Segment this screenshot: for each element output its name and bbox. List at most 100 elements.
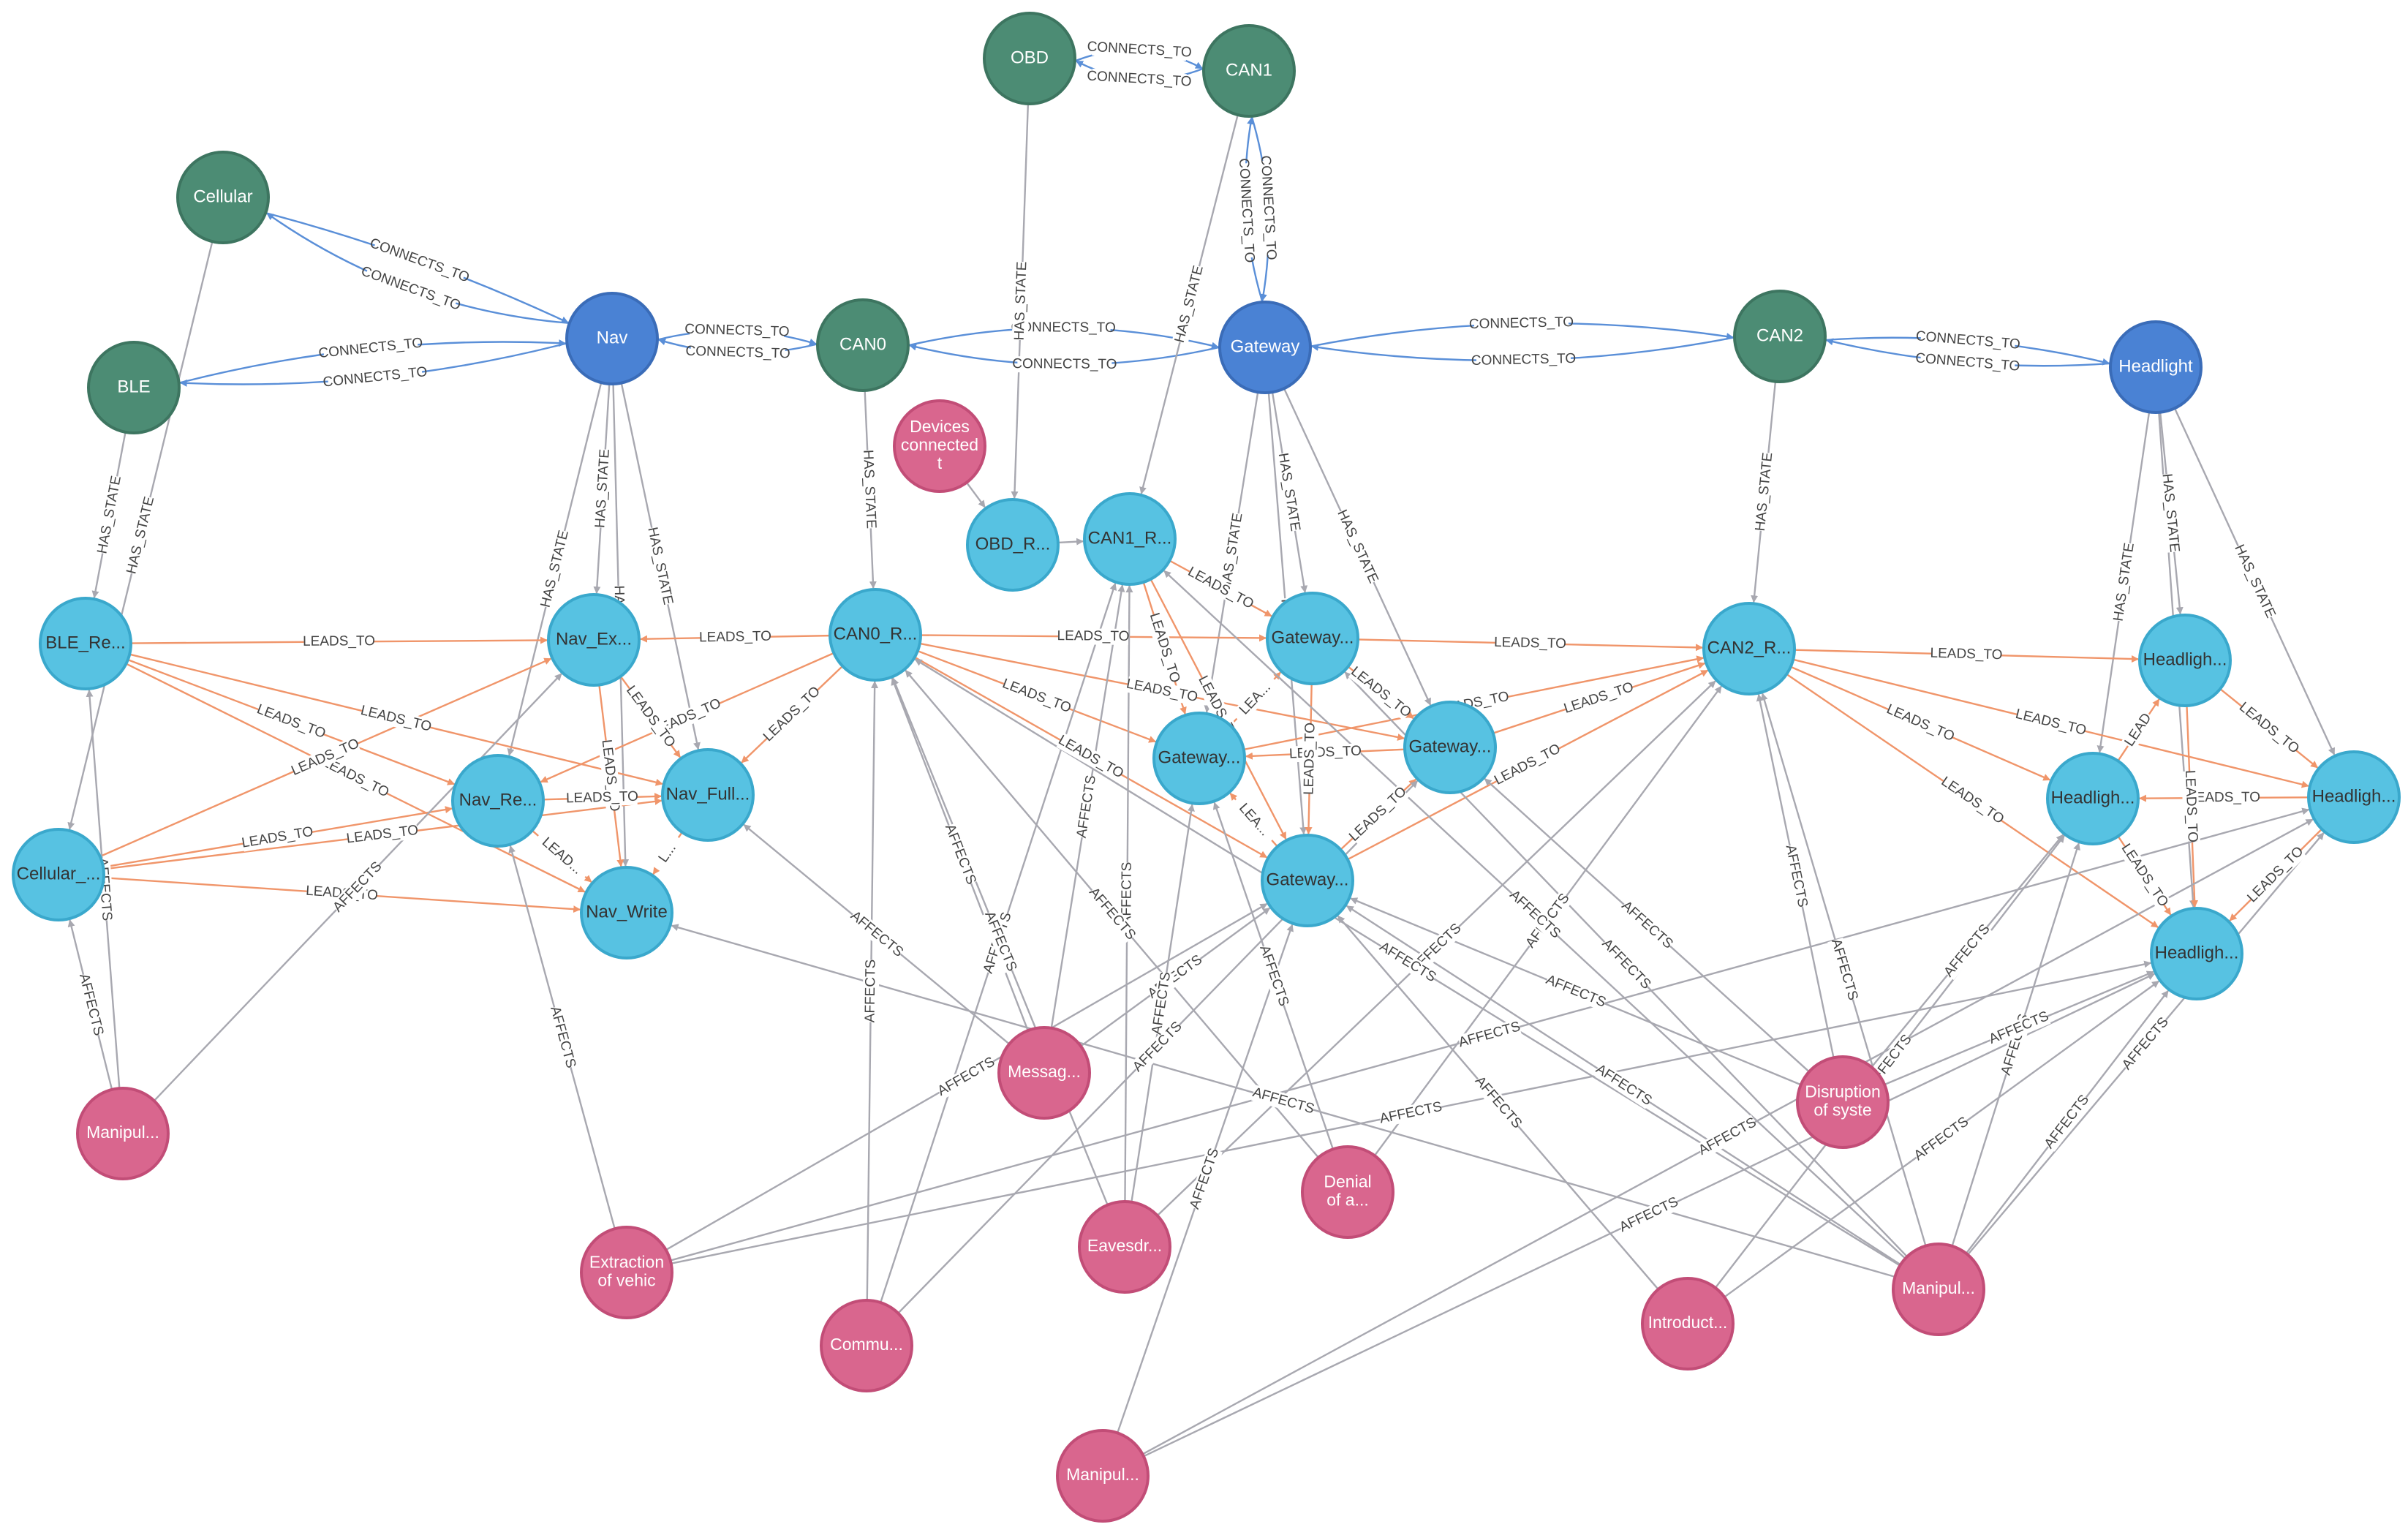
node-label: Nav bbox=[597, 328, 628, 347]
node-circle[interactable] bbox=[1403, 701, 1497, 794]
node-circle[interactable] bbox=[816, 298, 910, 392]
node-circle[interactable] bbox=[661, 748, 755, 842]
node-circle[interactable] bbox=[547, 593, 641, 687]
node-nav_write[interactable]: Nav_Write bbox=[580, 866, 673, 959]
edge-label-background bbox=[2181, 771, 2200, 842]
node-can0_r[interactable]: CAN0_R... bbox=[829, 588, 922, 682]
node-circle[interactable] bbox=[12, 828, 105, 921]
node-circle[interactable] bbox=[829, 588, 922, 682]
node-cellular_s[interactable]: Cellular_... bbox=[12, 828, 105, 921]
node-circle[interactable] bbox=[1702, 602, 1796, 695]
node-circle[interactable] bbox=[176, 151, 270, 244]
node-gw4[interactable]: Gateway... bbox=[1261, 834, 1354, 927]
node-can1_r[interactable]: CAN1_R... bbox=[1083, 492, 1177, 586]
node-nav_ex[interactable]: Nav_Ex... bbox=[547, 593, 641, 687]
node-can2_r[interactable]: CAN2_R... bbox=[1702, 602, 1796, 695]
node-can2[interactable]: CAN2 bbox=[1733, 290, 1827, 383]
node-circle[interactable] bbox=[87, 341, 181, 434]
node-circle[interactable] bbox=[1261, 834, 1354, 927]
node-circle[interactable] bbox=[983, 12, 1076, 105]
edge-label-background bbox=[2118, 842, 2171, 910]
node-circle[interactable] bbox=[1892, 1243, 1985, 1336]
node-hl1[interactable]: Headligh... bbox=[2138, 614, 2232, 707]
node-circle[interactable] bbox=[1218, 301, 1312, 394]
node-circle[interactable] bbox=[2150, 907, 2243, 1000]
node-can0[interactable]: CAN0 bbox=[816, 298, 910, 392]
edge-label-text: LEADS_TO bbox=[1125, 676, 1199, 706]
node-hl2[interactable]: Headligh... bbox=[2046, 752, 2140, 845]
node-manipul2[interactable]: Manipul... bbox=[1892, 1243, 1985, 1336]
node-circle[interactable] bbox=[451, 754, 545, 848]
edge-label-text: LEADS_TO bbox=[1000, 676, 1073, 716]
edge-label-text: AFFECTS bbox=[1593, 1061, 1655, 1109]
edge-label-background bbox=[1229, 794, 1278, 846]
node-obd_r[interactable]: OBD_R... bbox=[966, 498, 1060, 592]
node-circle[interactable] bbox=[1733, 290, 1827, 383]
node-gw3[interactable]: Gateway... bbox=[1403, 701, 1497, 794]
node-nav_full[interactable]: Nav_Full... bbox=[661, 748, 755, 842]
edge-Devices-OBD_R[interactable] bbox=[965, 482, 986, 508]
edge-label-text: LEAD bbox=[2122, 711, 2155, 750]
node-commu[interactable]: Commu... bbox=[820, 1299, 913, 1392]
node-circle[interactable] bbox=[565, 292, 659, 385]
node-ble_re[interactable]: BLE_Re... bbox=[39, 597, 132, 690]
edge-OBD_R-CAN1_R[interactable] bbox=[1057, 538, 1084, 546]
node-circle[interactable] bbox=[2109, 320, 2203, 414]
node-circle[interactable] bbox=[1266, 592, 1359, 685]
node-hl3[interactable]: Headligh... bbox=[2307, 750, 2401, 844]
node-manipul3[interactable]: Manipul... bbox=[1056, 1429, 1150, 1523]
node-gw1[interactable]: Gateway... bbox=[1266, 592, 1359, 685]
edge-label-background bbox=[255, 701, 327, 742]
node-circle[interactable] bbox=[580, 1226, 673, 1319]
node-manipul1[interactable]: Manipul... bbox=[76, 1087, 170, 1180]
edge-label-text: LEADS_TO bbox=[566, 789, 638, 807]
node-circle[interactable] bbox=[1641, 1277, 1735, 1370]
node-circle[interactable] bbox=[2307, 750, 2401, 844]
node-hl4[interactable]: Headligh... bbox=[2150, 907, 2243, 1000]
edge-label-text: AFFECTS bbox=[2042, 1092, 2092, 1151]
node-circle[interactable] bbox=[1078, 1200, 1171, 1294]
node-circle[interactable] bbox=[997, 1026, 1091, 1120]
node-gw2[interactable]: Gateway... bbox=[1152, 712, 1246, 805]
node-circle[interactable] bbox=[2046, 752, 2140, 845]
node-circle[interactable] bbox=[1796, 1055, 1890, 1149]
node-circle[interactable] bbox=[580, 866, 673, 959]
node-gateway[interactable]: Gateway bbox=[1218, 301, 1312, 394]
edge-label-background bbox=[2245, 844, 2306, 905]
edge-label-background bbox=[981, 909, 1020, 973]
node-circle[interactable] bbox=[966, 498, 1060, 592]
node-cellular[interactable]: Cellular bbox=[176, 151, 270, 244]
edge-label-text: LEADS_TO bbox=[1492, 741, 1563, 788]
edge-label: CONNECTS_TO bbox=[1087, 69, 1192, 91]
node-eavesdr[interactable]: Eavesdr... bbox=[1078, 1200, 1171, 1294]
node-nav_re[interactable]: Nav_Re... bbox=[451, 754, 545, 848]
node-headlight[interactable]: Headlight bbox=[2109, 320, 2203, 414]
node-obd[interactable]: OBD bbox=[983, 12, 1076, 105]
node-label: Cellular_... bbox=[17, 864, 101, 883]
node-circle[interactable] bbox=[39, 597, 132, 690]
edge-label: LEADS_TO bbox=[566, 789, 638, 807]
edge-label: AFFECTS bbox=[941, 822, 979, 886]
node-circle[interactable] bbox=[76, 1087, 170, 1180]
node-circle[interactable] bbox=[1152, 712, 1246, 805]
node-introduct[interactable]: Introduct... bbox=[1641, 1277, 1735, 1370]
edge-label-text: AFFECTS bbox=[848, 908, 906, 960]
node-messag[interactable]: Messag... bbox=[997, 1026, 1091, 1120]
node-can1[interactable]: CAN1 bbox=[1202, 24, 1296, 118]
node-circle[interactable] bbox=[1083, 492, 1177, 586]
node-circle[interactable] bbox=[2138, 614, 2232, 707]
node-circle[interactable] bbox=[1056, 1429, 1150, 1523]
node-nav[interactable]: Nav bbox=[565, 292, 659, 385]
node-circle[interactable] bbox=[1202, 24, 1296, 118]
node-circle[interactable] bbox=[893, 399, 986, 493]
node-circle[interactable] bbox=[820, 1299, 913, 1392]
node-ble[interactable]: BLE bbox=[87, 341, 181, 434]
node-circle[interactable] bbox=[1301, 1145, 1394, 1239]
edge-label-text: LEADS_TO bbox=[2188, 790, 2260, 806]
